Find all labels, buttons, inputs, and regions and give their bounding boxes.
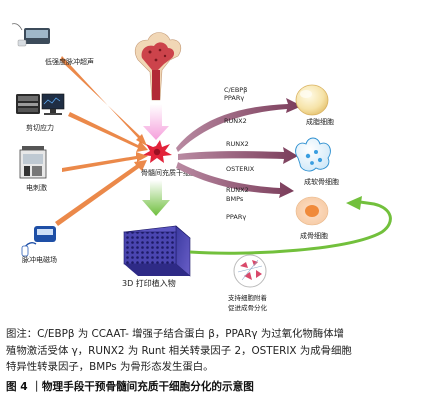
osteoblast-icon (295, 196, 329, 226)
stimulus-label-shear: 剪切应力 (26, 123, 54, 132)
chondrocyte-icon (295, 137, 331, 172)
factor-osteo-1: RUNX2 (226, 186, 249, 194)
lineage-arrow-chondrocyte (178, 147, 298, 164)
cell-to-scaffold-arrow (142, 180, 170, 216)
caption-line-1: 图注：C/EBPβ 为 CCAAT- 增强子结合蛋白 β，PPARγ 为过氧化物… (6, 328, 344, 340)
adipocyte-label: 成脂细胞 (306, 117, 334, 126)
figure-caption: 图注：C/EBPβ 为 CCAAT- 增强子结合蛋白 β，PPARγ 为过氧化物… (6, 326, 417, 376)
pemf-device-icon (21, 226, 56, 257)
factor-adipo-3: RUNX2 (224, 117, 247, 125)
stimulus-label-pemf: 脉冲电磁场 (22, 255, 57, 264)
caption-line-3: 特异性转录因子，BMPs 为骨形态发生蛋白。 (6, 361, 214, 373)
osteoblast-label: 成骨细胞 (300, 231, 328, 240)
bone-to-cell-arrow (143, 104, 169, 140)
adipocyte-icon (295, 84, 329, 116)
support-label-line-2: 促进成骨分化 (228, 303, 268, 312)
stimulus-arrow-pemf (55, 160, 147, 226)
electrical-stimulator-icon (19, 146, 47, 179)
lineage-arrows (176, 98, 302, 198)
factor-adipo-1: C/EBPβ (224, 86, 247, 94)
factor-chondro-2: OSTERIX (226, 165, 255, 173)
lineage-arrow-osteoblast (176, 162, 294, 198)
factor-adipo-2: PPARγ (224, 94, 244, 102)
chondrocyte-label: 成软骨细胞 (304, 177, 339, 186)
cell-attachment-icon (233, 254, 267, 288)
center-cell-label: 骨髓间充质干细胞 (141, 168, 197, 177)
factor-osteo-2: BMPs (226, 195, 244, 203)
stimulus-arrow-electric (62, 152, 148, 172)
stimulus-arrow-shear (68, 112, 148, 152)
stimulus-label-electric: 电刺激 (26, 183, 47, 192)
factor-osteo-3: PPARγ (226, 213, 246, 221)
stimulus-arrow-ultrasound (60, 56, 147, 146)
shear-stress-device-icon (16, 93, 65, 115)
stimulus-arrows (55, 56, 148, 226)
scaffold-implant-icon (123, 225, 191, 277)
femur-bone-icon (135, 32, 182, 101)
support-label-line-1: 支持细胞附着 (228, 293, 268, 302)
return-arrowhead (346, 196, 362, 210)
factor-chondro-1: RUNX2 (226, 140, 249, 148)
figure-title: 图 4 ｜物理手段干预骨髓间充质干细胞分化的示意图 (6, 381, 254, 393)
scaffold-label: 3D 打印植入物 (122, 278, 176, 288)
return-arrow (189, 200, 392, 255)
stem-cell-icon (143, 140, 172, 163)
stimulus-label-ultrasound: 低强度脉冲超声 (45, 57, 94, 66)
ultrasound-device-icon (11, 23, 50, 47)
caption-line-2: 殖物激活受体 γ，RUNX2 为 Runt 相关转录因子 2，OSTERIX 为… (6, 344, 352, 357)
lineage-arrow-adipocyte (176, 98, 302, 152)
